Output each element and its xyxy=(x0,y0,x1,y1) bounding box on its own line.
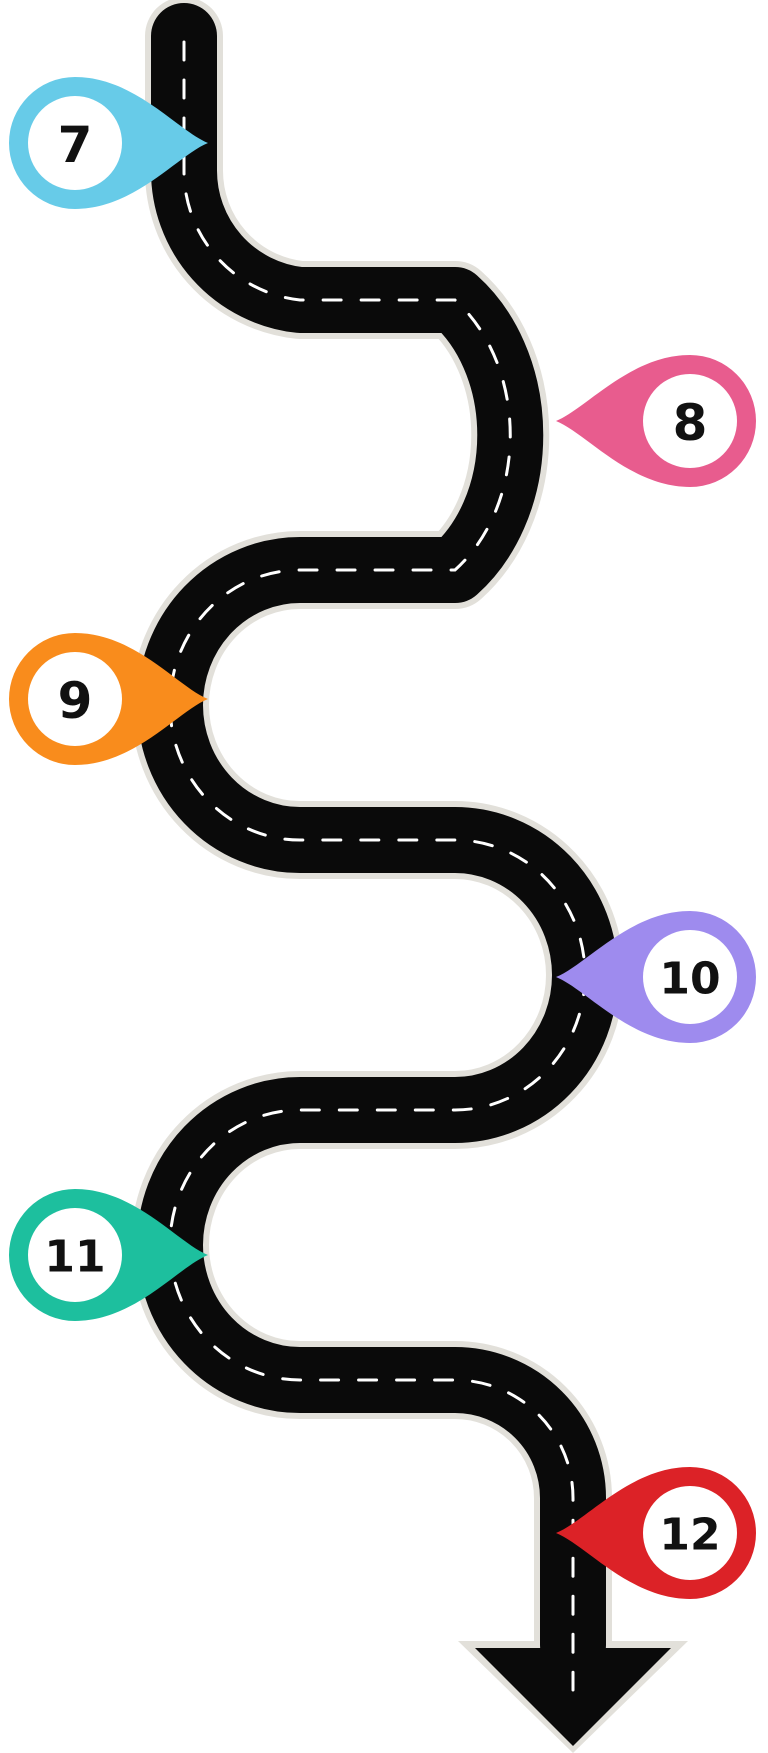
marker-10: 10 xyxy=(556,911,756,1043)
marker-number: 11 xyxy=(44,1232,105,1283)
markers: 7 8 9 10 11 12 xyxy=(9,77,756,1599)
marker-9: 9 xyxy=(9,633,208,765)
marker-number: 9 xyxy=(58,672,93,730)
marker-12: 12 xyxy=(556,1467,756,1599)
lane-markings xyxy=(168,40,587,1692)
marker-disc xyxy=(28,1208,122,1302)
marker-disc xyxy=(28,652,122,746)
marker-number: 8 xyxy=(673,394,708,452)
arrow-head xyxy=(475,1648,671,1746)
marker-7: 7 xyxy=(9,77,208,209)
marker-11: 11 xyxy=(9,1189,208,1321)
marker-disc xyxy=(643,930,737,1024)
marker-8: 8 xyxy=(556,355,756,487)
marker-number: 10 xyxy=(659,954,720,1005)
marker-disc xyxy=(643,374,737,468)
marker-number: 7 xyxy=(58,116,93,174)
marker-disc xyxy=(28,96,122,190)
marker-number: 12 xyxy=(659,1510,720,1561)
marker-disc xyxy=(643,1486,737,1580)
